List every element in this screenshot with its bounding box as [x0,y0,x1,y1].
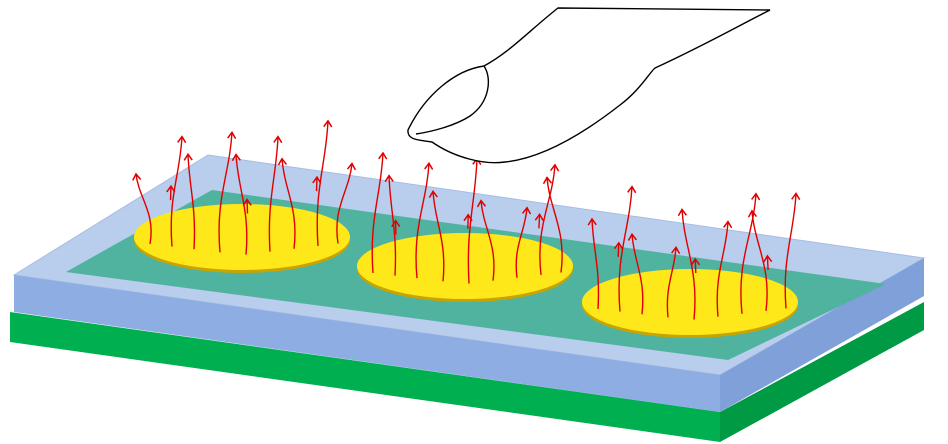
field-line-arrow-icon [242,198,252,214]
electrode [582,269,798,338]
field-line-arrow-icon [784,192,801,309]
field-line-arrow-icon [534,213,544,229]
electrode [357,233,573,302]
field-line-arrow-icon [587,217,600,310]
electrode-pad [582,269,798,335]
base-layer-side [720,302,924,442]
field-line-arrow-icon [268,135,283,252]
field-line-arrow-icon [312,175,322,192]
glass-cover-side [720,258,924,412]
base-layer-front [10,312,720,442]
field-line-arrow-icon [336,162,357,244]
field-line-arrow-icon [716,220,733,317]
field-line-arrow-icon [618,185,637,312]
electrode-pad [357,233,573,299]
electrode-pad [134,204,350,270]
field-line-arrow-icon [740,192,761,314]
field-line-arrow-icon [747,209,768,311]
glass-cover-front [14,275,720,412]
finger-nail [415,65,490,135]
field-line-arrow-icon [677,208,696,320]
field-line-arrow-icon [428,190,445,282]
field-line-arrow-icon [539,163,560,275]
field-line-arrow-icon [763,254,773,270]
field-line-arrow-icon [132,172,152,245]
field-line-arrow-icon [415,161,434,279]
field-line-arrow-icon [666,246,681,318]
field-line-arrow-icon [166,184,176,201]
field-line-arrow-icon [515,206,532,278]
field-line-arrow-icon [613,241,624,257]
electrodes [134,204,798,338]
electrode [134,204,350,273]
field-lines [132,119,801,320]
field-line-arrow-icon [183,152,196,250]
base-layer [10,302,924,442]
finger-icon [407,7,771,164]
finger-outline [407,7,771,164]
field-line-arrow-icon [627,232,644,315]
field-line-arrow-icon [218,131,237,253]
field-line-arrow-icon [476,199,495,281]
field-line-arrow-icon [542,176,563,273]
field-line-arrow-icon [690,257,701,274]
field-line-arrow-icon [277,157,296,249]
field-line-arrow-icon [371,151,388,274]
